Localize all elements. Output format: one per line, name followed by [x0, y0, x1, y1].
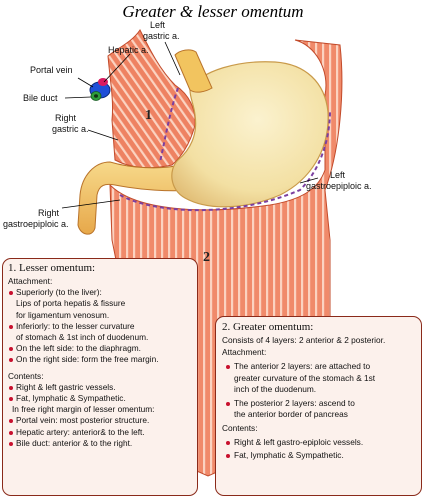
greater-anterior-3: inch of the duodenum.	[234, 383, 317, 394]
lesser-right-side: On the right side: form the free margin.	[8, 354, 193, 365]
stomach	[171, 61, 329, 208]
greater-layers: Consists of 4 layers: 2 anterior & 2 pos…	[222, 335, 386, 345]
greater-posterior-2: the anterior border of pancreas	[234, 409, 348, 420]
greater-anterior-2: greater curvature of the stomach & 1st	[234, 372, 376, 383]
label-left-gastric-artery-line2: gastric a.	[143, 31, 180, 41]
label-hepatic-artery: Hepatic a.	[108, 45, 149, 55]
lesser-free-3: Bile duct: anterior & to the right.	[8, 438, 193, 449]
label-portal-vein: Portal vein	[30, 65, 73, 75]
lesser-attachment-heading: Attachment:	[8, 276, 53, 286]
greater-content-2: Fat, lymphatic & Sympathetic.	[222, 450, 417, 461]
greater-posterior-1: The posterior 2 layers: ascend to	[222, 398, 417, 409]
bile-duct-lumen	[94, 94, 98, 98]
label-left-gastroepiploic-artery-line1: Left	[330, 170, 346, 180]
esophagus	[174, 49, 213, 93]
lesser-omentum	[107, 29, 196, 169]
lesser-superiorly-detail-2: for ligamentum venosum.	[16, 309, 110, 320]
lesser-content-2: Fat, lymphatic & Sympathetic.	[8, 393, 193, 404]
lesser-content-1: Right & left gastric vessels.	[8, 382, 193, 393]
lesser-omentum-title: 1. Lesser omentum:	[8, 262, 96, 274]
label-right-gastric-artery-line1: Right	[55, 113, 77, 123]
label-pointers	[61, 41, 319, 209]
region-number-2: 2	[203, 250, 210, 265]
lesser-inferiorly: Inferiorly: to the lesser curvature	[8, 321, 193, 332]
label-right-gastroepiploic-artery-line1: Right	[38, 208, 60, 218]
label-right-gastroepiploic-artery-line2: gastroepiploic a.	[3, 219, 69, 229]
greater-contents-heading: Contents:	[222, 423, 258, 434]
greater-anterior-1: The anterior 2 layers: are attached to	[222, 361, 417, 372]
label-left-gastroepiploic-artery-line2: gastroepiploic a.	[306, 181, 372, 191]
lesser-free-margin-heading: In free right margin of lesser omentum:	[12, 404, 155, 415]
lesser-inferiorly-detail: of stomach & 1st inch of duodenum.	[16, 332, 149, 343]
lesser-superiorly: Superiorly (to the liver):	[8, 287, 193, 298]
greater-omentum-panel: 2. Greater omentum: Consists of 4 layers…	[215, 316, 422, 496]
greater-omentum-title: 2. Greater omentum:	[222, 321, 314, 333]
gastroepiploic-vessels	[119, 109, 331, 212]
diagram-title: Greater & lesser omentum	[122, 2, 304, 21]
label-bile-duct: Bile duct	[23, 93, 58, 103]
label-right-gastric-artery-line2: gastric a.	[52, 124, 89, 134]
lesser-free-2: Hepatic artery: anterior& to the left.	[8, 427, 193, 438]
lesser-free-1: Portal vein: most posterior structure.	[8, 415, 193, 426]
greater-content-1: Right & left gastro-epiploic vessels.	[222, 437, 417, 448]
lesser-omentum-panel: 1. Lesser omentum: Attachment: Superiorl…	[2, 258, 198, 496]
lesser-left-side: On the left side: to the diaphragm.	[8, 343, 193, 354]
lesser-contents-heading: Contents:	[8, 370, 44, 381]
greater-attachment-heading: Attachment:	[222, 347, 267, 358]
gastric-vessels	[159, 87, 179, 163]
region-number-1: 1	[145, 108, 152, 123]
label-left-gastric-artery-line1: Left	[150, 20, 166, 30]
duodenum	[77, 161, 193, 235]
lesser-superiorly-detail-1: Lips of porta hepatis & fissure	[16, 298, 126, 309]
